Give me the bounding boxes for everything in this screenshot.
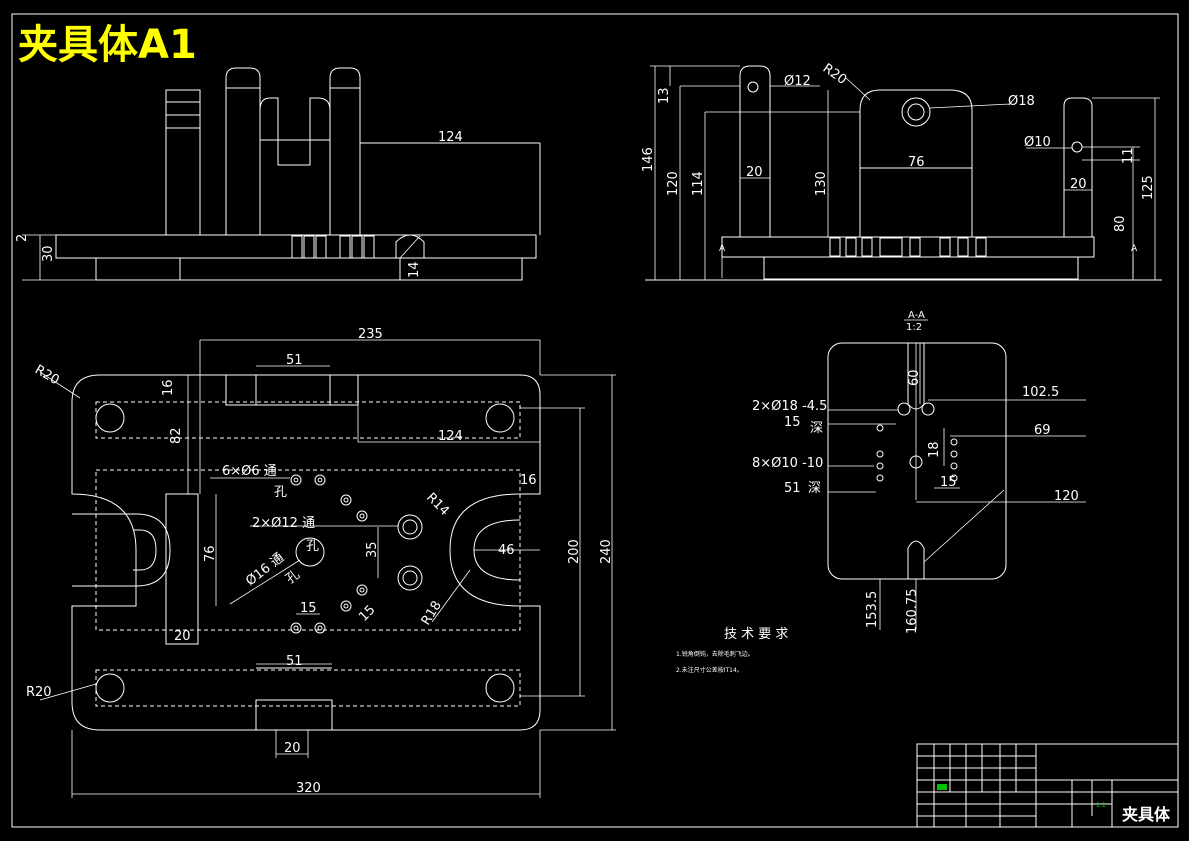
section-deep-1: 深 (810, 421, 823, 436)
drawing-title: 夹具体A1 (18, 22, 197, 68)
plan-holes-6-b: 孔 (274, 485, 287, 500)
side-dim-76: 76 (908, 155, 925, 170)
section-dim-15: 15 (784, 415, 801, 430)
plan-dim-320: 320 (296, 781, 321, 796)
section-scale: 1:2 (906, 322, 922, 333)
section-dim-60: 60 (907, 369, 922, 386)
front-dim-30: 30 (41, 245, 56, 262)
plan-dim-16-left: 16 (161, 379, 176, 396)
side-dim-20b: 20 (1070, 177, 1087, 192)
side-dim-125: 125 (1141, 175, 1156, 200)
section-label: A-A (908, 310, 925, 321)
side-dim-phi18: Ø18 (1008, 94, 1035, 109)
plan-dim-82: 82 (169, 427, 184, 444)
front-view: 124 30 2 14 (15, 67, 541, 281)
section-dim-51: 51 (784, 481, 801, 496)
section-view: A-A 1:2 60 102.5 2×Ø18 -4.5 15 深 69 18 (752, 310, 1086, 634)
section-dim-15b: 15 (940, 475, 957, 490)
plan-dim-r20-top: R20 (32, 362, 62, 388)
section-holes-18: 2×Ø18 -4.5 (752, 399, 827, 414)
side-dim-80: 80 (1113, 215, 1128, 232)
plan-dim-r18: R18 (419, 598, 445, 628)
side-cut-a-right: A (1131, 244, 1138, 254)
plan-dim-51-bottom: 51 (286, 654, 303, 669)
section-dim-69: 69 (1034, 423, 1051, 438)
plan-dim-240: 240 (599, 539, 614, 564)
side-dim-phi12: Ø12 (784, 74, 811, 89)
plan-dim-76: 76 (203, 545, 218, 562)
plan-holes-12: 2×Ø12 通 (252, 516, 315, 531)
title-block-marker (937, 784, 947, 790)
side-dim-130: 130 (814, 171, 829, 196)
plan-view: 235 51 16 82 124 16 6×Ø6 通 孔 2×Ø12 通 孔 R… (26, 327, 616, 798)
plan-dim-r14: R14 (423, 490, 452, 519)
title-block: 1:1 夹具体 (916, 743, 1179, 828)
front-dim-14: 14 (407, 261, 422, 278)
front-dim-2: 2 (15, 234, 30, 242)
side-dim-11: 11 (1121, 147, 1136, 164)
plan-dim-15b: 15 (356, 603, 378, 625)
plan-dim-35: 35 (365, 541, 380, 558)
plan-holes-6: 6×Ø6 通 (222, 464, 277, 479)
side-view: Ø12 R20 Ø18 13 146 120 114 20 130 76 Ø10… (641, 61, 1162, 281)
sheet-border (11, 13, 1179, 828)
section-holes-10: 8×Ø10 -10 (752, 456, 823, 471)
plan-dim-51-top: 51 (286, 353, 303, 368)
section-dim-160-75: 160.75 (905, 589, 920, 635)
plan-hole-16-b: 孔 (283, 567, 302, 587)
plan-hole-16: Ø16 通 (243, 550, 287, 589)
front-dim-124: 124 (438, 130, 463, 145)
tech-requirements: 技 术 要 求 1.锐角倒钝，去除毛刺飞边。 2.未注尺寸公差按IT14。 (676, 627, 788, 674)
section-dim-120: 120 (1054, 489, 1079, 504)
tech-req-line1: 1.锐角倒钝，去除毛刺飞边。 (676, 650, 754, 658)
tech-req-heading: 技 术 要 求 (724, 627, 788, 642)
title-block-part-name: 夹具体 (1122, 805, 1171, 824)
side-dim-120: 120 (666, 171, 681, 196)
plan-dim-46: 46 (498, 543, 515, 558)
side-dim-13: 13 (657, 87, 672, 104)
side-dim-20a: 20 (746, 165, 763, 180)
plan-dim-20-left: 20 (174, 629, 191, 644)
plan-dim-200: 200 (567, 539, 582, 564)
section-dim-18: 18 (927, 441, 942, 458)
plan-dim-235: 235 (358, 327, 383, 342)
plan-holes-12-b: 孔 (306, 539, 319, 554)
side-dim-146: 146 (641, 147, 656, 172)
plan-dim-15a: 15 (300, 601, 317, 616)
side-dim-114: 114 (691, 171, 706, 196)
side-dim-r20: R20 (820, 61, 850, 88)
side-dim-phi10: Ø10 (1024, 135, 1051, 150)
section-deep-2: 深 (808, 481, 821, 496)
plan-dim-20-bottom: 20 (284, 741, 301, 756)
plan-dim-16-right: 16 (520, 473, 537, 488)
section-dim-153-5: 153.5 (865, 591, 880, 628)
title-block-scale: 1:1 (1096, 802, 1106, 809)
plan-dim-124: 124 (438, 429, 463, 444)
tech-req-line2: 2.未注尺寸公差按IT14。 (676, 666, 743, 674)
side-cut-a-left: A (719, 244, 726, 254)
plan-dim-r20-bottom: R20 (26, 685, 52, 700)
section-dim-102-5: 102.5 (1022, 385, 1059, 400)
